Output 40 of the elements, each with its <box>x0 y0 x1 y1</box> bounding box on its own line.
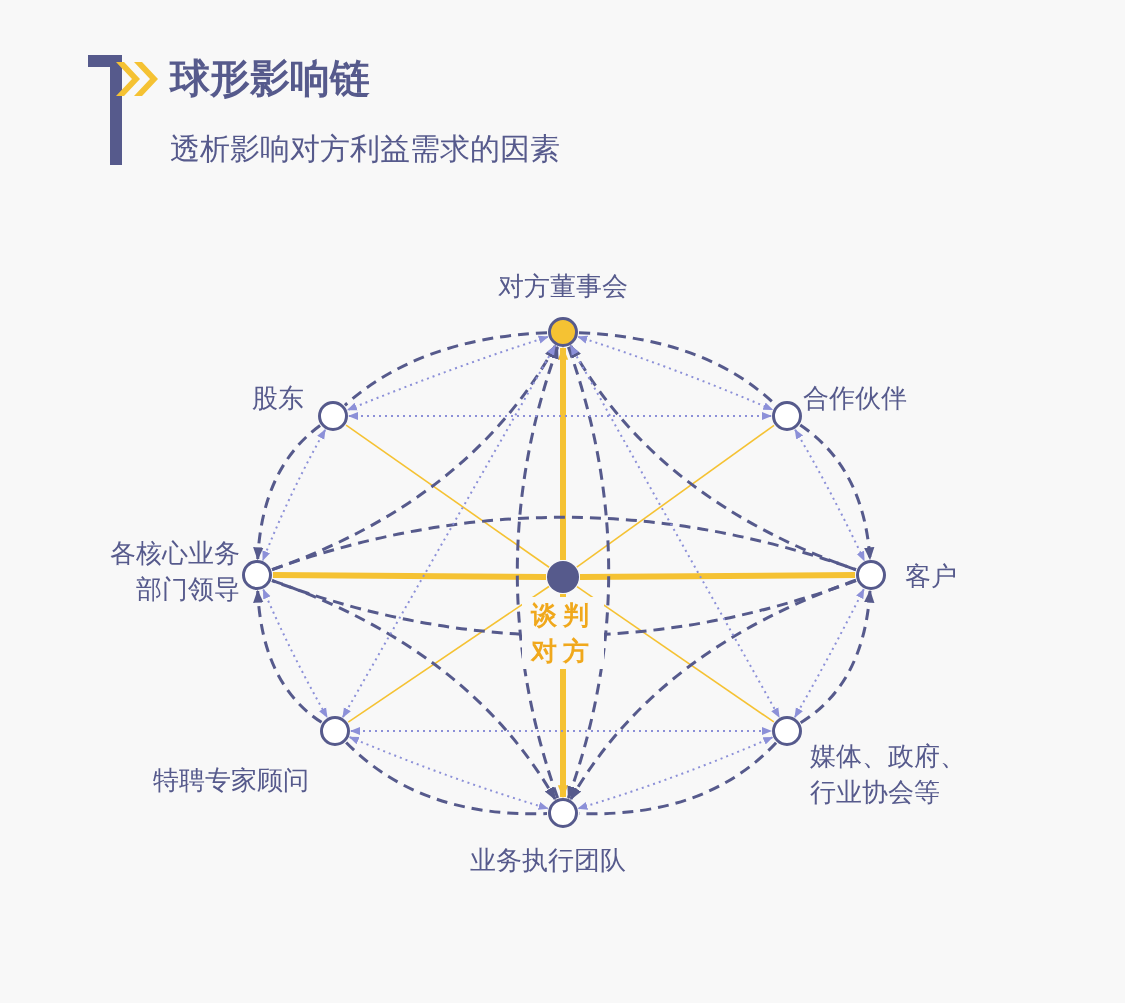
connector-arrow <box>569 344 781 719</box>
connector-arrow <box>253 424 322 561</box>
node-circle <box>856 560 886 590</box>
connector-arrow <box>566 346 611 800</box>
connector-arrow <box>271 578 557 801</box>
connector-arrow <box>557 346 569 560</box>
connector-arrow <box>799 589 875 724</box>
connector-arrow <box>794 428 866 562</box>
node-label: 股东 <box>252 382 305 415</box>
connector-arrow <box>341 344 557 719</box>
connector-arrow <box>262 588 329 719</box>
connector-arrow <box>350 727 772 735</box>
connector-arrow <box>799 423 875 561</box>
node-label: 客户 <box>905 560 958 593</box>
node-circle <box>547 561 579 593</box>
connector-arrow <box>348 736 549 810</box>
node-circle <box>242 560 272 590</box>
node-circle <box>548 798 578 828</box>
node-label: 对方董事会 <box>498 270 629 303</box>
node-label: 合作伙伴 <box>803 382 908 415</box>
node-label: 业务执行团队 <box>470 844 627 877</box>
connector-arrow <box>348 412 772 420</box>
node-label: 特聘专家顾问 <box>153 764 310 797</box>
node-circle <box>772 716 802 746</box>
node-label: 各核心业务部门领导 <box>109 537 240 606</box>
subtitle: 透析影响对方利益需求的因素 <box>170 130 560 168</box>
node-circle <box>320 716 350 746</box>
connector-arrow <box>793 588 865 719</box>
connector-arrow <box>261 428 327 562</box>
node-label: 媒体、政府、行业协会等 <box>810 740 967 809</box>
connector-arrow <box>569 578 857 801</box>
node-circle <box>318 401 348 431</box>
connector-arrow <box>577 736 774 810</box>
node-circle <box>548 317 578 347</box>
connector-arrow <box>569 344 857 572</box>
connector-arrow <box>253 589 323 724</box>
node-circle <box>772 401 802 431</box>
title: 球形影响链 <box>170 54 370 103</box>
node-label: 谈判对方 <box>522 597 604 669</box>
connector-arrow <box>515 345 560 799</box>
